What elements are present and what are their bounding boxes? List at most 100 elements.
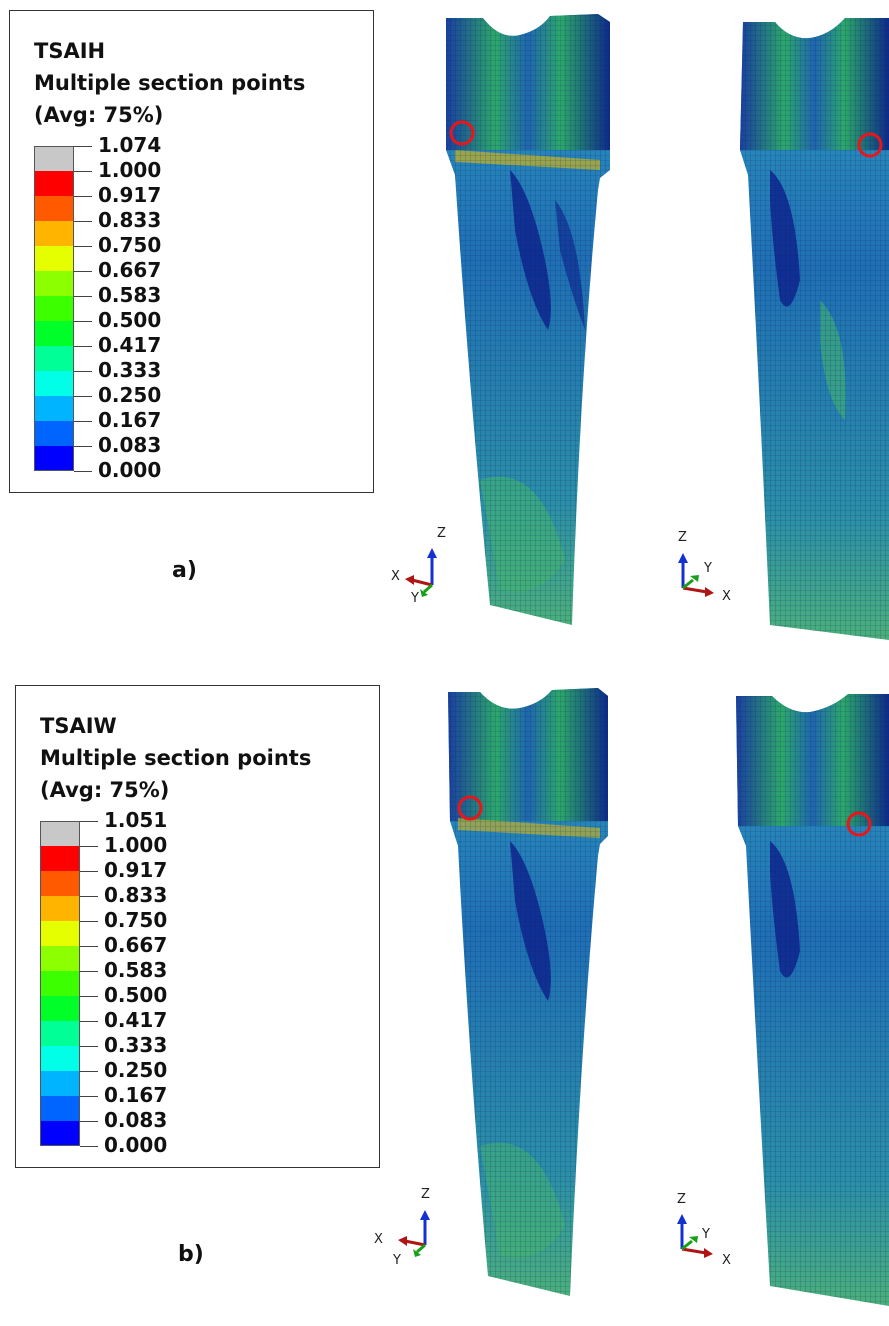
blade-left-view	[446, 14, 610, 625]
blade-contour-views: Z X Y Z Y X	[374, 688, 889, 1306]
color-swatch	[40, 1121, 80, 1146]
hotspot-circle-left	[449, 120, 475, 146]
hotspot-circle-right	[846, 811, 872, 837]
color-swatch	[40, 921, 80, 946]
scale-tick	[80, 871, 98, 872]
scale-tick	[74, 246, 92, 247]
scale-level-label: 0.750	[98, 233, 162, 257]
legend-variable: TSAIW	[40, 714, 117, 738]
color-swatch	[40, 971, 80, 996]
color-swatch	[40, 1046, 80, 1071]
triad-z-label: Z	[421, 1187, 430, 1202]
color-swatch	[34, 171, 74, 196]
triad-x-label: X	[722, 1253, 731, 1268]
scale-tick	[80, 1046, 98, 1047]
scale-tick	[74, 371, 92, 372]
color-swatch	[34, 271, 74, 296]
axis-triad-left: Z X Y	[374, 1187, 430, 1268]
color-swatch	[40, 846, 80, 871]
scale-tick	[74, 446, 92, 447]
axis-triad-left: Z X Y	[391, 526, 446, 606]
panel-b: TSAIW Multiple section points (Avg: 75%)…	[0, 676, 889, 1326]
scale-level-label: 1.074	[98, 133, 162, 157]
blade-right-view	[736, 694, 889, 1306]
scale-level-label: 0.583	[98, 283, 162, 307]
scale-tick	[80, 1121, 98, 1122]
blade-left-view	[448, 688, 608, 1296]
triad-y-label: Y	[410, 591, 419, 606]
color-swatch	[34, 446, 74, 471]
scale-level-label: 0.833	[104, 883, 168, 907]
panel-label: b)	[178, 1242, 204, 1267]
scale-ticks	[80, 821, 100, 1147]
color-swatch	[34, 371, 74, 396]
scale-level-label: 0.167	[104, 1083, 168, 1107]
scale-tick	[80, 1021, 98, 1022]
scale-level-label: 1.000	[104, 833, 168, 857]
color-swatch	[40, 996, 80, 1021]
legend-b: TSAIW Multiple section points (Avg: 75%)…	[15, 685, 380, 1168]
scale-tick	[80, 946, 98, 947]
color-scale	[40, 821, 80, 1146]
panel-a: TSAIH Multiple section points (Avg: 75%)…	[0, 0, 889, 650]
legend-variable: TSAIH	[34, 39, 106, 63]
scale-level-label: 0.750	[104, 908, 168, 932]
scale-tick	[80, 1096, 98, 1097]
scale-tick	[74, 171, 92, 172]
axis-triad-right: Z Y X	[678, 530, 731, 604]
color-swatch	[34, 421, 74, 446]
triad-x-label: X	[374, 1232, 383, 1247]
color-scale	[34, 146, 74, 471]
scale-level-label: 0.500	[98, 308, 162, 332]
color-swatch	[34, 146, 74, 171]
scale-tick	[74, 146, 92, 147]
axis-triad-right: Z Y X	[677, 1192, 731, 1268]
scale-level-label: 0.000	[104, 1133, 168, 1157]
scale-level-label: 0.000	[98, 458, 162, 482]
triad-z-label: Z	[677, 1192, 686, 1207]
scale-tick	[74, 346, 92, 347]
scale-tick	[80, 971, 98, 972]
scale-tick	[74, 296, 92, 297]
hotspot-circle-right	[857, 132, 883, 158]
scale-ticks	[74, 146, 94, 472]
triad-x-label: X	[391, 569, 400, 584]
scale-level-label: 0.417	[98, 333, 162, 357]
color-swatch	[40, 1071, 80, 1096]
scale-level-label: 0.250	[98, 383, 162, 407]
scale-level-label: 0.583	[104, 958, 168, 982]
panel-label: a)	[172, 558, 197, 583]
triad-y-label: Y	[703, 561, 712, 576]
scale-tick	[74, 221, 92, 222]
hotspot-circle-left	[457, 795, 483, 821]
color-swatch	[34, 196, 74, 221]
scale-level-label: 0.917	[98, 183, 162, 207]
legend-section-points: Multiple section points	[34, 71, 306, 95]
scale-tick	[80, 921, 98, 922]
scale-tick	[74, 321, 92, 322]
blade-contour-views: Z X Y Z Y X	[391, 14, 889, 640]
triad-y-label: Y	[392, 1253, 401, 1268]
scale-level-label: 1.000	[98, 158, 162, 182]
scale-tick	[80, 821, 98, 822]
triad-y-label: Y	[701, 1227, 710, 1242]
scale-level-label: 0.667	[98, 258, 162, 282]
scale-level-label: 0.167	[98, 408, 162, 432]
scale-tick	[74, 396, 92, 397]
scale-level-label: 0.083	[104, 1108, 168, 1132]
scale-level-label: 0.333	[104, 1033, 168, 1057]
triad-z-label: Z	[678, 530, 687, 545]
scale-level-label: 0.917	[104, 858, 168, 882]
color-swatch	[40, 1096, 80, 1121]
scale-level-label: 0.333	[98, 358, 162, 382]
scale-level-label: 0.500	[104, 983, 168, 1007]
color-swatch	[34, 396, 74, 421]
scale-level-label: 0.250	[104, 1058, 168, 1082]
color-swatch	[34, 246, 74, 271]
legend-averaging: (Avg: 75%)	[40, 778, 170, 802]
color-swatch	[40, 871, 80, 896]
legend-a: TSAIH Multiple section points (Avg: 75%)…	[9, 10, 374, 493]
scale-level-label: 0.083	[98, 433, 162, 457]
scale-tick	[74, 271, 92, 272]
scale-tick	[74, 196, 92, 197]
